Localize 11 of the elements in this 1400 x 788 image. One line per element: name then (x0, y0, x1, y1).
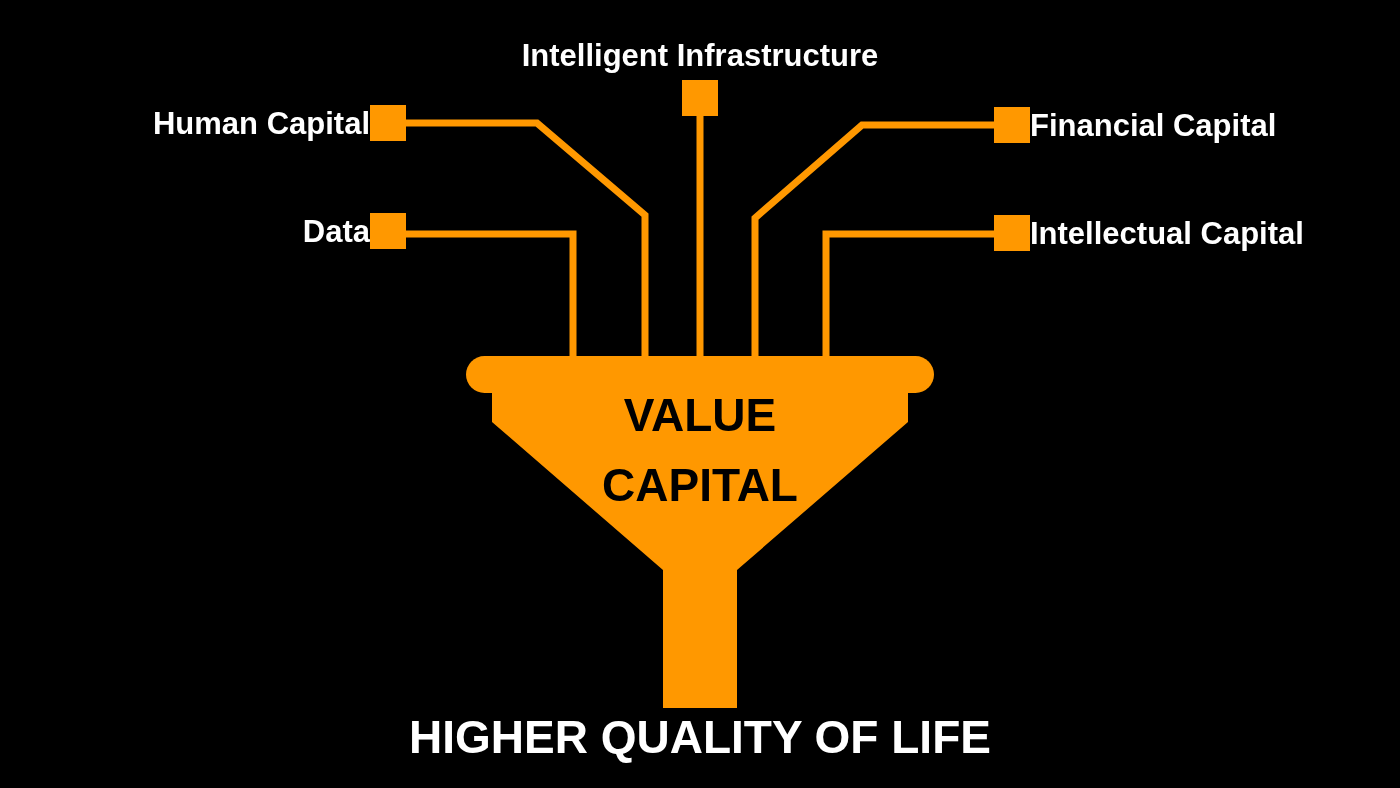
connector-line (696, 116, 704, 356)
connector-line (751, 121, 994, 356)
node-label: Intellectual Capital (1030, 217, 1304, 249)
node-label: Intelligent Infrastructure (521, 40, 879, 71)
node-label: Data (302, 215, 370, 247)
funnel-label: VALUE CAPITAL (601, 388, 799, 513)
connector-line (406, 230, 577, 356)
connector-line (822, 230, 994, 356)
node-label: Human Capital (152, 107, 370, 139)
connector-line (406, 119, 649, 356)
node-label: Financial Capital (1030, 109, 1277, 141)
